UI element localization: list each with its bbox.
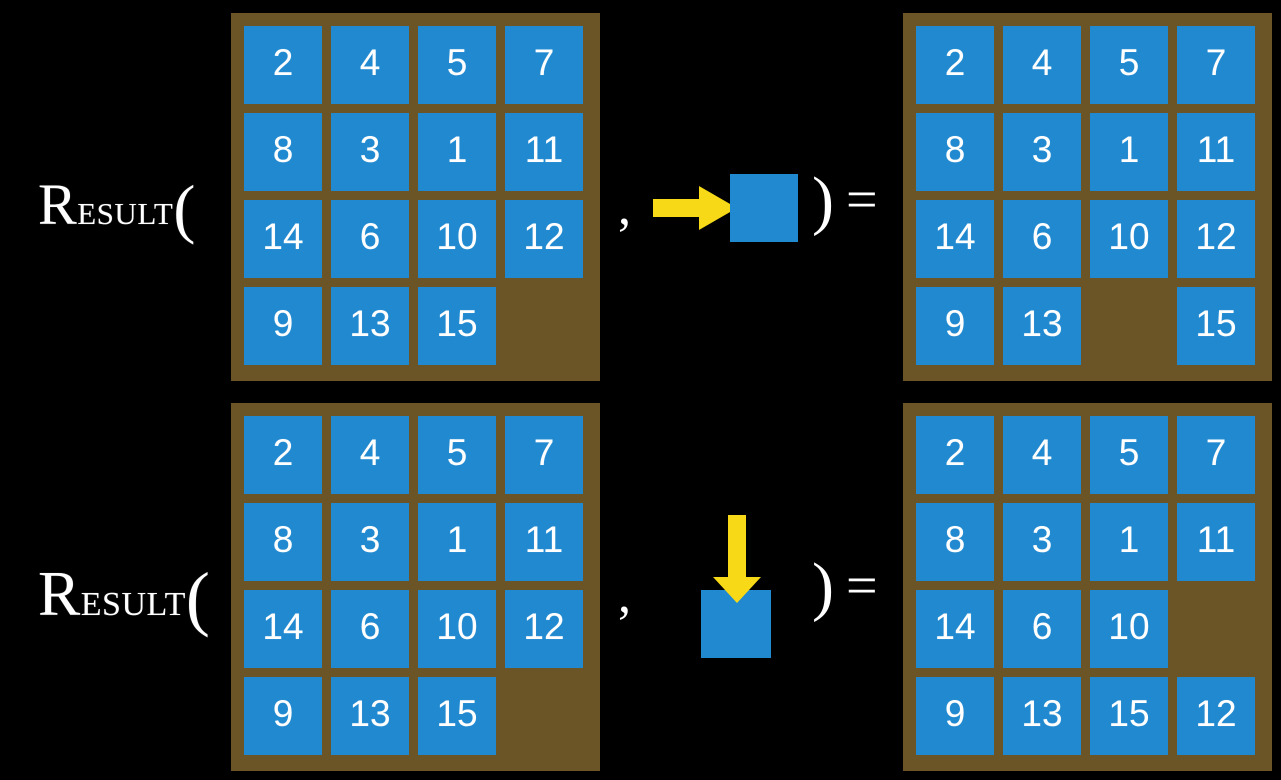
tile-1[interactable]: 1: [418, 503, 496, 581]
equals-row-2: =: [846, 555, 878, 617]
tile-4[interactable]: 4: [1003, 26, 1081, 104]
close-paren-row-1: ): [812, 164, 834, 237]
tile-2[interactable]: 2: [916, 26, 994, 104]
tile-5[interactable]: 5: [418, 416, 496, 494]
empty-cell: [505, 287, 583, 365]
tile-3[interactable]: 3: [331, 113, 409, 191]
empty-cell: [1090, 287, 1168, 365]
tile-4[interactable]: 4: [331, 26, 409, 104]
tile-9[interactable]: 9: [916, 287, 994, 365]
tile-1[interactable]: 1: [1090, 113, 1168, 191]
tile-10[interactable]: 10: [418, 590, 496, 668]
result-label-rest: esult: [80, 572, 186, 626]
tile-15[interactable]: 15: [418, 287, 496, 365]
tile-5[interactable]: 5: [1090, 26, 1168, 104]
result-label-row-2: Result(: [38, 562, 210, 634]
tile-6[interactable]: 6: [1003, 590, 1081, 668]
tile-14[interactable]: 14: [244, 200, 322, 278]
tile-9[interactable]: 9: [916, 677, 994, 755]
tile-3[interactable]: 3: [1003, 113, 1081, 191]
result-label-initial: R: [38, 558, 81, 629]
tile-11[interactable]: 11: [1177, 113, 1255, 191]
tile-13[interactable]: 13: [1003, 287, 1081, 365]
tile-3[interactable]: 3: [1003, 503, 1081, 581]
tile-14[interactable]: 14: [244, 590, 322, 668]
tile-5[interactable]: 5: [1090, 416, 1168, 494]
result-label-row-1: Result(: [38, 172, 196, 246]
tile-14[interactable]: 14: [916, 200, 994, 278]
tile-1[interactable]: 1: [418, 113, 496, 191]
tile-6[interactable]: 6: [331, 590, 409, 668]
empty-cell: [505, 677, 583, 755]
tile-12[interactable]: 12: [1177, 200, 1255, 278]
tile-7[interactable]: 7: [505, 26, 583, 104]
tile-2[interactable]: 2: [244, 416, 322, 494]
tile-11[interactable]: 11: [505, 113, 583, 191]
tile-2[interactable]: 2: [244, 26, 322, 104]
tile-9[interactable]: 9: [244, 677, 322, 755]
comma-row-1: ,: [618, 179, 631, 236]
close-paren-row-2: ): [812, 550, 834, 623]
tile-14[interactable]: 14: [916, 590, 994, 668]
tile-12[interactable]: 12: [505, 200, 583, 278]
tile-2[interactable]: 2: [916, 416, 994, 494]
tile-15[interactable]: 15: [1090, 677, 1168, 755]
tile-3[interactable]: 3: [331, 503, 409, 581]
tile-8[interactable]: 8: [916, 503, 994, 581]
tile-10[interactable]: 10: [1090, 590, 1168, 668]
tile-7[interactable]: 7: [1177, 416, 1255, 494]
tile-8[interactable]: 8: [244, 113, 322, 191]
tile-4[interactable]: 4: [331, 416, 409, 494]
comma-row-2: ,: [618, 567, 631, 624]
tile-13[interactable]: 13: [331, 677, 409, 755]
tile-11[interactable]: 11: [1177, 503, 1255, 581]
tile-7[interactable]: 7: [1177, 26, 1255, 104]
equals-row-1: =: [846, 169, 878, 231]
right-arrow-icon: [653, 184, 739, 232]
operand-tile-row-1: [730, 174, 798, 242]
tile-5[interactable]: 5: [418, 26, 496, 104]
right-arrow-glyph: [653, 186, 737, 230]
tile-9[interactable]: 9: [244, 287, 322, 365]
tile-12[interactable]: 12: [1177, 677, 1255, 755]
down-arrow-icon: [711, 515, 763, 605]
tile-10[interactable]: 10: [418, 200, 496, 278]
tile-6[interactable]: 6: [331, 200, 409, 278]
tile-13[interactable]: 13: [1003, 677, 1081, 755]
result-open-paren: (: [173, 172, 196, 246]
empty-cell: [1177, 590, 1255, 668]
tile-13[interactable]: 13: [331, 287, 409, 365]
tile-8[interactable]: 8: [244, 503, 322, 581]
tile-6[interactable]: 6: [1003, 200, 1081, 278]
result-open-paren: (: [185, 558, 211, 638]
tile-7[interactable]: 7: [505, 416, 583, 494]
tile-15[interactable]: 15: [418, 677, 496, 755]
tile-4[interactable]: 4: [1003, 416, 1081, 494]
tile-8[interactable]: 8: [916, 113, 994, 191]
tile-12[interactable]: 12: [505, 590, 583, 668]
down-arrow-glyph: [713, 515, 761, 603]
result-label-rest: esult: [77, 185, 174, 234]
tile-10[interactable]: 10: [1090, 200, 1168, 278]
tile-15[interactable]: 15: [1177, 287, 1255, 365]
result-label-initial: R: [38, 172, 78, 237]
tile-11[interactable]: 11: [505, 503, 583, 581]
tile-1[interactable]: 1: [1090, 503, 1168, 581]
